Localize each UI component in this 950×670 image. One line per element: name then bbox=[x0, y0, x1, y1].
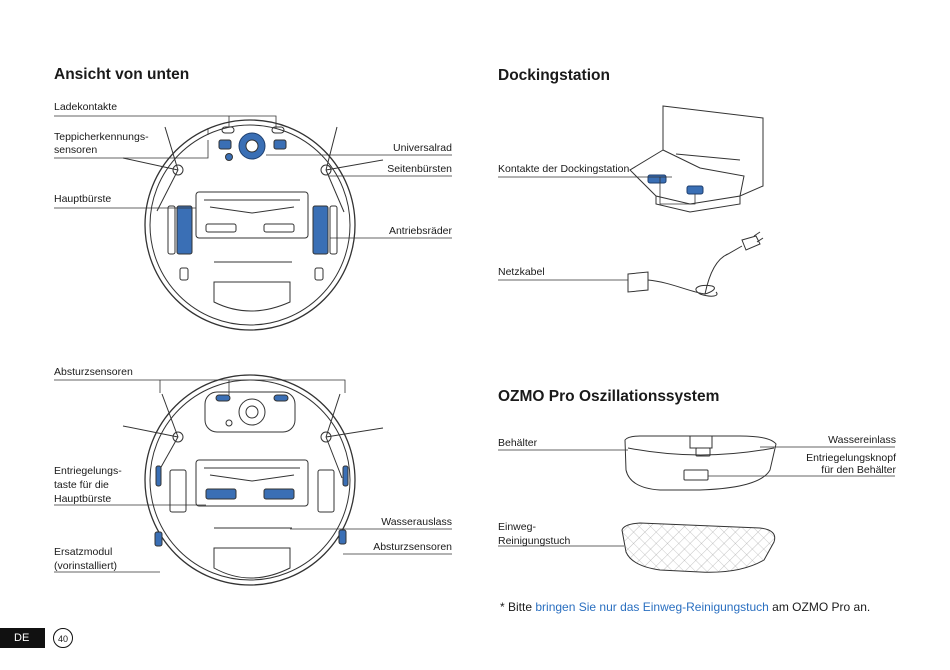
language-tab: DE bbox=[0, 628, 45, 648]
label-cliff-sensors-right: Absturzsensoren bbox=[373, 541, 452, 553]
label-cliff-sensors-top: Absturzsensoren bbox=[54, 366, 133, 378]
label-side-brushes: Seitenbürsten bbox=[387, 163, 452, 175]
page-number: 40 bbox=[53, 628, 73, 648]
footnote: * Bitte bringen Sie nur das Einweg-Reini… bbox=[500, 600, 870, 614]
water-tank-illustration bbox=[624, 435, 777, 491]
heading-docking-station: Dockingstation bbox=[498, 67, 610, 84]
label-replacement-module-line1: Ersatzmodul bbox=[54, 546, 113, 558]
label-disposable-cloth-line2: Reinigungstuch bbox=[498, 535, 571, 547]
label-water-inlet: Wassereinlass bbox=[828, 434, 896, 446]
label-docking-contacts: Kontakte der Dockingstation bbox=[498, 163, 630, 175]
label-charging-contacts: Ladekontakte bbox=[54, 101, 118, 113]
label-tank-release-knob-line1: Entriegelungsknopf bbox=[806, 452, 896, 464]
label-water-tank: Behälter bbox=[498, 437, 538, 449]
label-universal-wheel: Universalrad bbox=[393, 142, 452, 154]
label-drive-wheels: Antriebsräder bbox=[388, 225, 452, 237]
robot-bottom-view-illustration bbox=[122, 119, 384, 331]
heading-ozmo-system: OZMO Pro Oszillationssystem bbox=[498, 388, 720, 405]
docking-station-illustration bbox=[629, 105, 764, 213]
mop-cloth-illustration bbox=[621, 522, 776, 573]
footnote-pre: * Bitte bbox=[500, 600, 536, 614]
label-carpet-sensors-line1: Teppicherkennungs- bbox=[54, 131, 149, 143]
leader-lines bbox=[54, 115, 895, 573]
power-cable-illustration bbox=[627, 231, 764, 297]
heading-bottom-view: Ansicht von unten bbox=[54, 66, 190, 83]
footnote-highlight: bringen Sie nur das Einweg-Reinigungstuc… bbox=[535, 600, 769, 614]
label-power-cable: Netzkabel bbox=[498, 266, 545, 278]
label-replacement-module-line2: (vorinstalliert) bbox=[54, 560, 118, 572]
label-release-button-line2: taste für die bbox=[54, 479, 109, 491]
label-main-brush: Hauptbürste bbox=[54, 193, 112, 205]
footnote-post: am OZMO Pro an. bbox=[768, 600, 871, 614]
label-carpet-sensors-line2: sensoren bbox=[54, 144, 98, 156]
label-release-button-line1: Entriegelungs- bbox=[54, 465, 122, 477]
label-water-outlet: Wasserauslass bbox=[381, 516, 452, 528]
label-release-button-line3: Hauptbürste bbox=[54, 493, 112, 505]
label-tank-release-knob-line2: für den Behälter bbox=[821, 464, 896, 476]
label-disposable-cloth-line1: Einweg- bbox=[498, 521, 536, 533]
robot-ozmo-bottom-illustration bbox=[122, 374, 384, 586]
